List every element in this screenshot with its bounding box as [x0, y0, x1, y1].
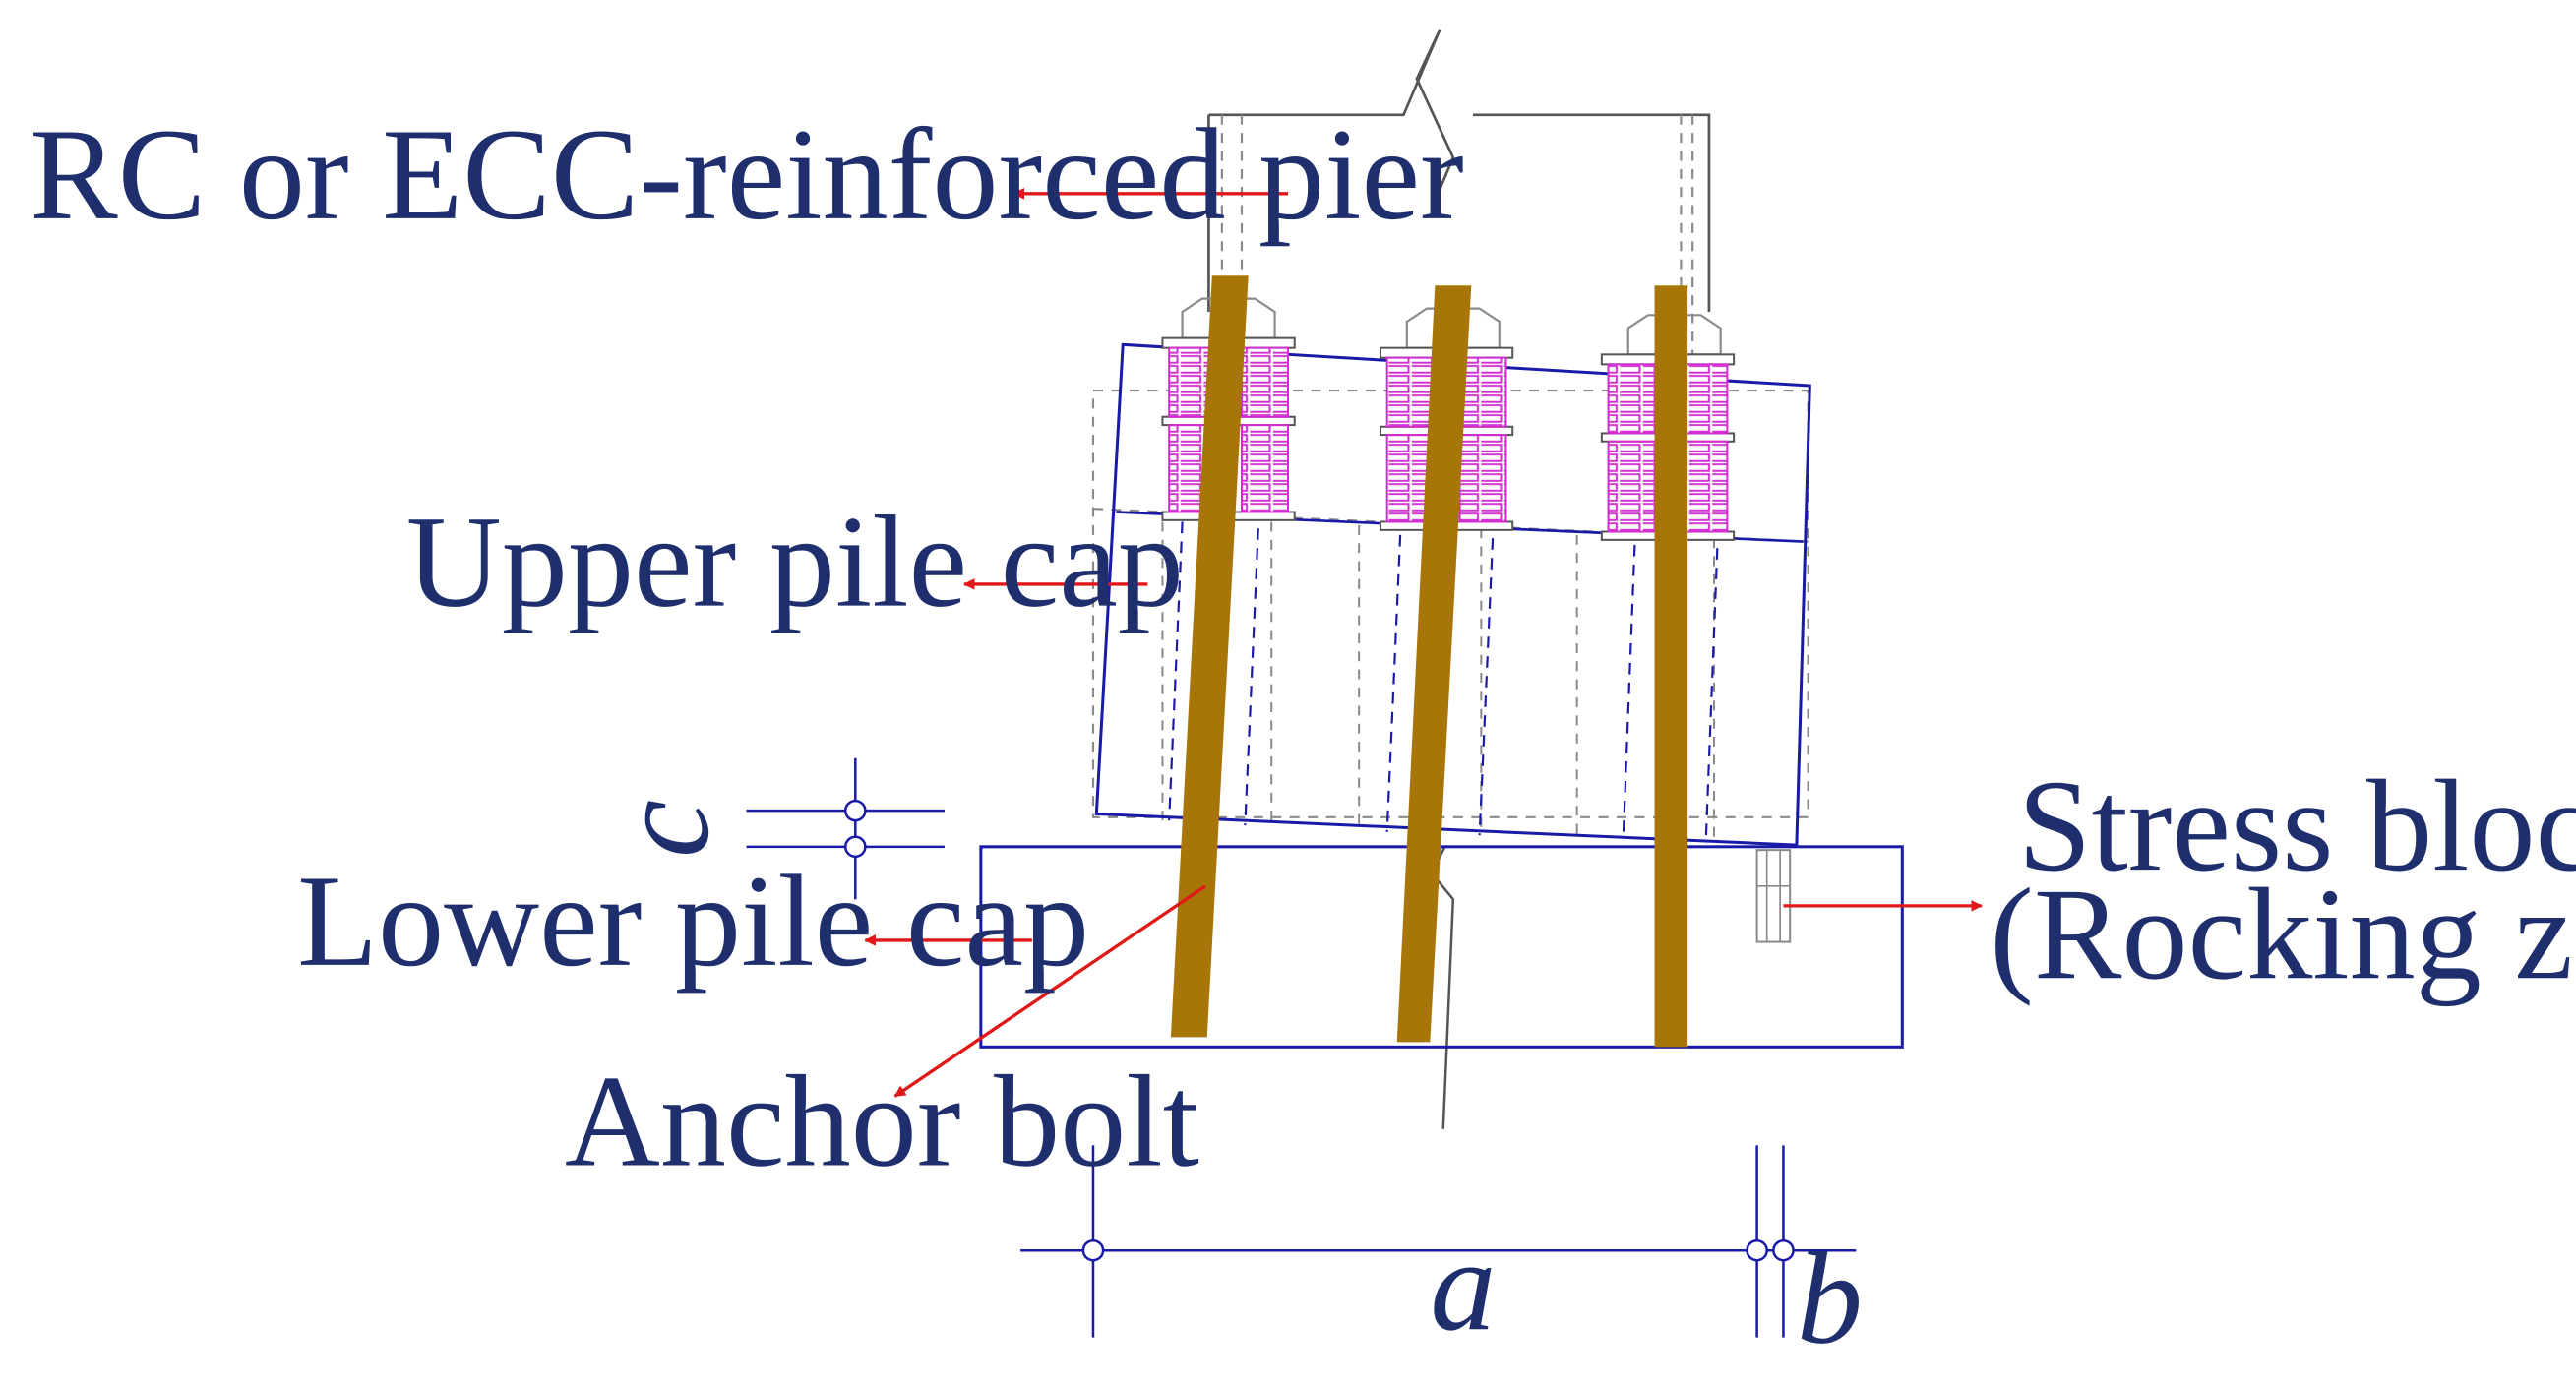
dimension-a-label: a	[1430, 1213, 1496, 1358]
labels: RC or ECC-reinforced pier Upper pile cap…	[30, 101, 2576, 1193]
label-stress-block: Stress block	[2018, 753, 2576, 899]
leader-arrows	[864, 188, 1984, 1098]
dimension-a-b: a b	[1020, 1145, 1863, 1371]
stress-block	[1755, 849, 1792, 943]
pier	[1207, 29, 1711, 394]
label-anchor-bolt: Anchor bolt	[565, 1049, 1199, 1194]
dimension-c-label: c	[590, 800, 736, 858]
label-upper-pile-cap: Upper pile cap	[406, 489, 1184, 634]
anchor-bolt-middle	[1396, 285, 1472, 1043]
label-lower-pile-cap: Lower pile cap	[297, 848, 1089, 994]
anchor-bolt-right	[1654, 285, 1688, 1048]
label-pier: RC or ECC-reinforced pier	[30, 101, 1464, 247]
anchor-bolts	[1170, 275, 1688, 1048]
anchor-bolt-left	[1170, 275, 1249, 1038]
anchor-bolt-arrow	[893, 884, 1207, 1098]
dimension-b-label: b	[1797, 1226, 1863, 1371]
dimension-c: c	[590, 757, 945, 900]
label-rocking-zone: (Rocking zone)	[1990, 862, 2576, 1007]
